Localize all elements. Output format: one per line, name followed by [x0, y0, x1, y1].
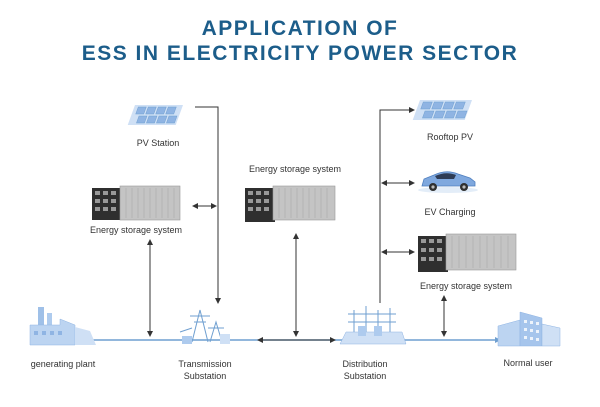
- distribution-substation-icon: [339, 306, 407, 345]
- pv-station-connector: [195, 106, 221, 304]
- distribution-label-line-1: Distribution: [342, 359, 388, 369]
- normal-user-icon: [497, 311, 561, 347]
- ess-left-label: Energy storage system: [89, 225, 183, 235]
- rooftop-pv-icon: [412, 100, 472, 120]
- ev-charging-icon: [418, 171, 478, 193]
- normal-user-label: Normal user: [503, 358, 553, 368]
- generating-plant-icon: [29, 307, 96, 346]
- pv-station-label: PV Station: [136, 138, 180, 148]
- distribution-label-line-2: Substation: [343, 371, 387, 381]
- ess-center-icon: [245, 185, 336, 222]
- title-line-1: APPLICATION OF: [201, 17, 399, 40]
- ess-center-label: Energy storage system: [248, 164, 342, 174]
- ev-charging-label: EV Charging: [424, 207, 476, 217]
- generating-plant-label: generating plant: [30, 359, 96, 369]
- ess-right-label: Energy storage system: [419, 281, 513, 291]
- title-line-2: ESS IN ELECTRICITY POWER SECTOR: [81, 42, 519, 65]
- rooftop-pv-label: Rooftop PV: [426, 132, 474, 142]
- transmission-label-line-2: Substation: [183, 371, 227, 381]
- ess-left-icon: [92, 185, 181, 221]
- ess-right-icon: [418, 233, 517, 272]
- pv-station-icon: [127, 105, 183, 125]
- rooftop-pv-connector: [379, 107, 415, 303]
- transmission-label-line-1: Transmission: [178, 359, 232, 369]
- transmission-substation-icon: [179, 309, 230, 344]
